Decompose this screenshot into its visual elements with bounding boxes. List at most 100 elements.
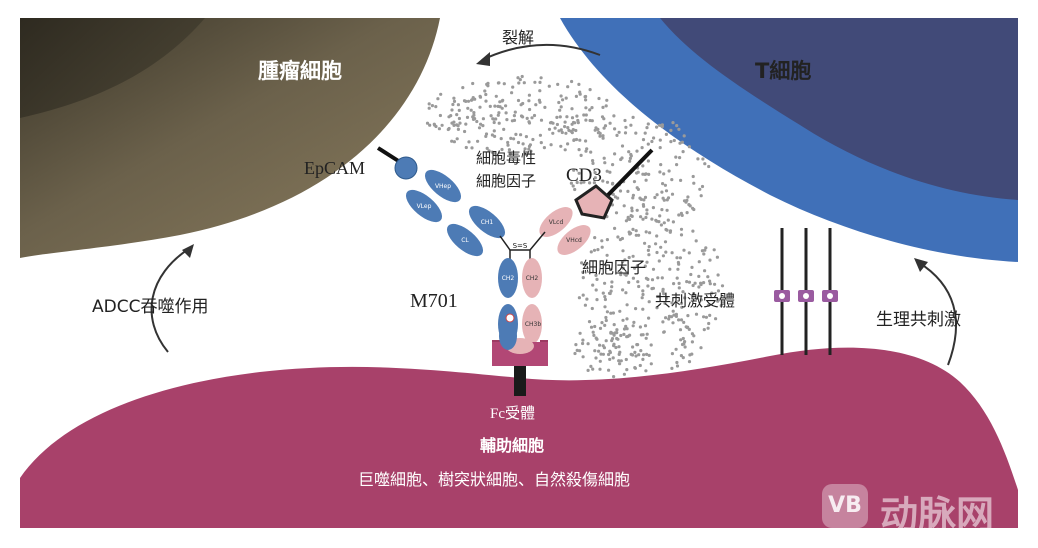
cytokine-dot (600, 321, 604, 325)
cytokine-dot (592, 333, 596, 337)
cytokine-dot (647, 316, 651, 320)
cytokine-dot (708, 279, 712, 283)
cytokine-dot (702, 315, 706, 319)
cytokine-dot (659, 163, 663, 167)
cytokine-dot (641, 333, 645, 337)
cytokine-dot (450, 139, 454, 143)
cytokine-dot (682, 320, 686, 324)
cytokine-dot (603, 295, 607, 299)
cytokine-dot (437, 127, 441, 131)
cd3-stalk (606, 148, 654, 197)
cytokine-dot (434, 105, 438, 109)
cytokine-dot (685, 198, 689, 202)
cytokine-dot (501, 98, 505, 102)
cytokine-dot (647, 253, 651, 257)
cytokine-dot (664, 132, 669, 136)
cytokine-dot (667, 317, 671, 321)
cytokine-dot (566, 85, 570, 89)
physio-costim-label: 生理共刺激 (876, 310, 961, 330)
cytokine-dot (635, 149, 639, 153)
cytokine-dot (539, 118, 544, 122)
cytokine-dot (622, 332, 626, 336)
cytokine-dot (584, 106, 588, 110)
cytokine-dot (665, 296, 669, 300)
cytokine-dot (581, 355, 585, 359)
cytokine-dot (452, 123, 456, 127)
cytokine-dot (641, 357, 645, 361)
cytokine-dot (509, 136, 513, 140)
cytokine-dot (452, 96, 456, 100)
cytokine-dot (604, 318, 608, 323)
lysis-arrow (481, 44, 601, 61)
cytokine-dot (628, 232, 632, 236)
cytokine-dot (466, 99, 471, 103)
cytokine-dot (624, 357, 628, 362)
cytokine-dot (478, 105, 482, 109)
cytokine-dot (527, 93, 532, 97)
cytokine-dot (584, 94, 588, 99)
cytokine-dot (674, 155, 678, 159)
cytokine-dot (464, 145, 468, 150)
cytokine-dot (563, 125, 567, 129)
cytokine-dot (575, 180, 579, 185)
cytokine-dot (700, 184, 705, 189)
cytokine-dot (638, 196, 642, 200)
cytokine-dot (574, 343, 578, 347)
cytokine-dot (496, 113, 500, 117)
epcam-stalk (376, 146, 402, 164)
cytokine-dot (630, 206, 634, 210)
cytokine-dot (629, 123, 633, 127)
cytokine-dot (659, 124, 664, 128)
cytokine-dot (645, 352, 649, 356)
antibody-label: M701 (410, 290, 458, 312)
cytokine-dot (631, 276, 636, 280)
cytokine-dot (457, 108, 461, 112)
cytokine-dot (472, 111, 476, 115)
cytokine-dot (706, 303, 711, 307)
cytokine-dot (492, 117, 496, 121)
cytokine-dot (589, 364, 593, 368)
cytokine-dot (668, 230, 672, 234)
cytokine-dot (700, 249, 705, 253)
cytokine-dot (618, 362, 622, 366)
cytokine-dot (687, 280, 692, 284)
cytokine-dot (578, 138, 582, 142)
cytokine-dot (679, 227, 684, 231)
cytokine-dot (639, 349, 643, 353)
cd3-label: CD3 (566, 165, 602, 186)
cytokine-dot (507, 148, 511, 152)
cytokine-dot (634, 354, 638, 358)
cytokine-dot (452, 120, 456, 124)
cytokine-dot (500, 147, 504, 152)
cytokine-dot (659, 223, 664, 227)
cytokine-dot (575, 114, 579, 118)
cytokine-dot (452, 140, 456, 144)
cytokine-dot (524, 135, 529, 139)
cytokine-dot (581, 276, 585, 280)
cytokine-dot (707, 164, 711, 169)
cytokine-dot (427, 106, 431, 110)
cytokine-dot (427, 102, 431, 106)
cytokine-dot (662, 221, 666, 225)
cytokine-dot (679, 318, 684, 322)
disulfide-label: S=S (513, 242, 528, 250)
cytokine-dot (516, 140, 521, 145)
cytokine-dot (663, 183, 668, 187)
cytokine-dot (646, 122, 650, 126)
cytokine-dot (647, 300, 651, 304)
cytokine-dot (687, 251, 691, 255)
cytokine-dot (670, 366, 674, 370)
cytokine-dot (461, 86, 465, 90)
cytokine-dot (614, 345, 618, 350)
cytokine-dot (645, 260, 649, 264)
fc-receptor-label: Fc受體 (490, 406, 536, 422)
cytokine-dot (478, 94, 482, 98)
cytokine-dot (609, 311, 613, 315)
cytokine-dot (598, 326, 603, 330)
cytokine-dot (581, 293, 585, 297)
cytokine-dot (671, 220, 676, 224)
cytokine-dot (658, 138, 662, 142)
cytokine-dot (617, 345, 621, 349)
cytokine-dot (547, 127, 552, 131)
